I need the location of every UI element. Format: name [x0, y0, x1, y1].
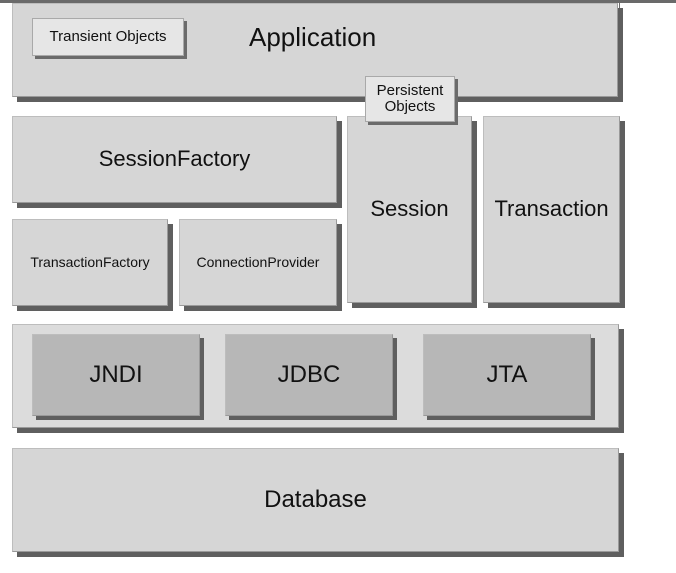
- session-label: Session: [370, 196, 449, 222]
- database-label: Database: [264, 485, 367, 513]
- database-box: Database: [12, 448, 619, 552]
- top-border-line: [0, 0, 676, 3]
- persistent-objects-label: Persistent Objects: [376, 82, 444, 115]
- connection-provider-box: ConnectionProvider: [179, 219, 337, 306]
- transaction-box: Transaction: [483, 116, 620, 303]
- connection-provider-label: ConnectionProvider: [196, 253, 320, 270]
- application-label: Application: [249, 22, 377, 52]
- jndi-box: JNDI: [32, 334, 200, 416]
- jta-box: JTA: [423, 334, 591, 416]
- jta-label: JTA: [486, 360, 528, 388]
- persistent-objects-box: Persistent Objects: [365, 76, 455, 122]
- top-border-tick: [619, 0, 620, 8]
- transient-objects-label: Transient Objects: [49, 27, 167, 45]
- session-factory-box: SessionFactory: [12, 116, 337, 203]
- transaction-factory-label: TransactionFactory: [30, 253, 150, 270]
- transaction-factory-box: TransactionFactory: [12, 219, 168, 306]
- jndi-label: JNDI: [89, 360, 143, 388]
- session-factory-label: SessionFactory: [98, 146, 251, 172]
- transient-objects-box: Transient Objects: [32, 18, 184, 56]
- transaction-label: Transaction: [494, 196, 609, 222]
- jdbc-label: JDBC: [277, 360, 341, 388]
- jdbc-box: JDBC: [225, 334, 393, 416]
- session-box: Session: [347, 116, 472, 303]
